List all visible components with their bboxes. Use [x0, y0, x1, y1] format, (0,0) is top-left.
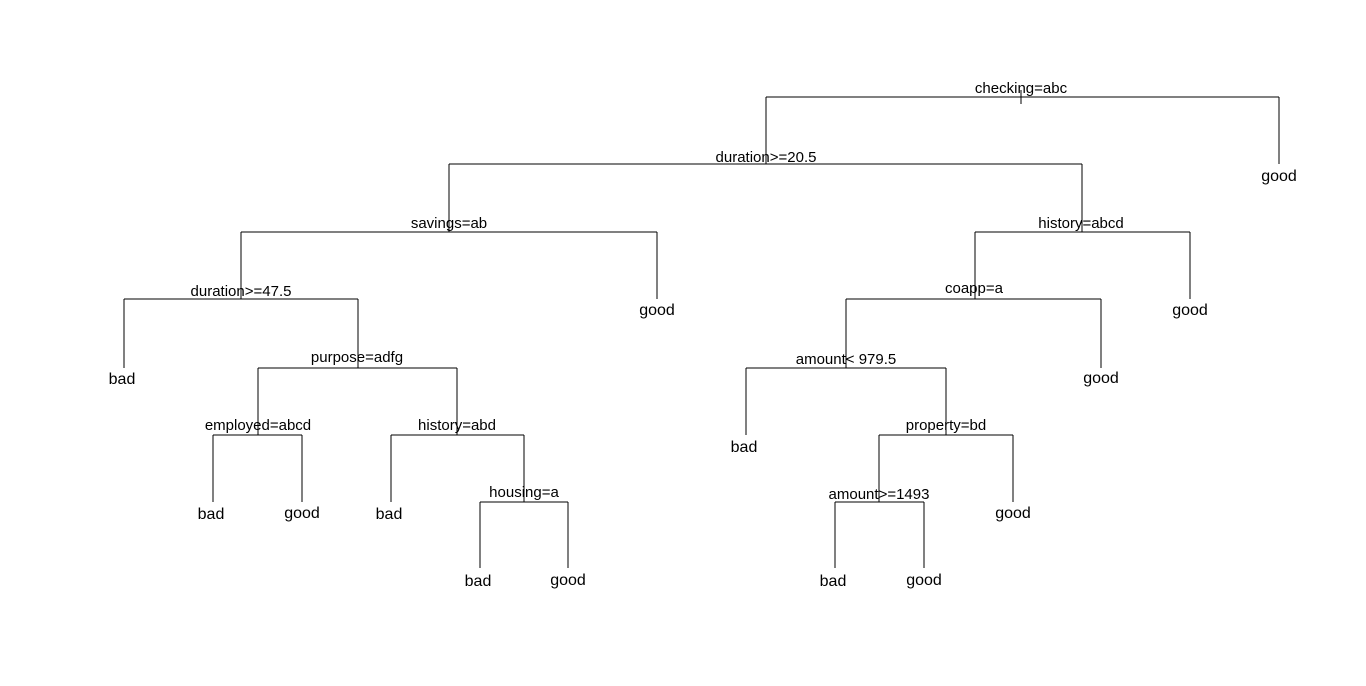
leaf-good: good [995, 505, 1031, 522]
leaf-good: good [284, 505, 320, 522]
split-housing: housing=a [489, 484, 559, 501]
tree-edges [123, 90, 1280, 568]
split-checking: checking=abc [975, 80, 1068, 97]
leaf-good: good [639, 302, 675, 319]
leaf-bad: bad [109, 371, 136, 388]
leaf-good: good [550, 572, 586, 589]
split-purpose: purpose=adfg [311, 349, 403, 366]
leaf-good: good [1083, 370, 1119, 387]
split-duration-20-5: duration>=20.5 [716, 149, 817, 166]
split-history-abcd: history=abcd [1038, 215, 1123, 232]
leaf-bad: bad [465, 573, 492, 590]
split-employed: employed=abcd [205, 417, 311, 434]
leaf-bad: bad [731, 439, 758, 456]
split-coapp: coapp=a [945, 280, 1004, 297]
leaf-bad: bad [820, 573, 847, 590]
split-amount-1493: amount>=1493 [829, 486, 930, 503]
leaf-bad: bad [198, 506, 225, 523]
split-property: property=bd [906, 417, 986, 434]
leaf-good: good [1172, 302, 1208, 319]
split-history-abd: history=abd [418, 417, 496, 434]
split-savings: savings=ab [411, 215, 487, 232]
split-duration-47-5: duration>=47.5 [191, 283, 292, 300]
leaf-good: good [906, 572, 942, 589]
leaf-bad: bad [376, 506, 403, 523]
split-amount-979-5: amount< 979.5 [796, 351, 897, 368]
leaf-good: good [1261, 168, 1297, 185]
